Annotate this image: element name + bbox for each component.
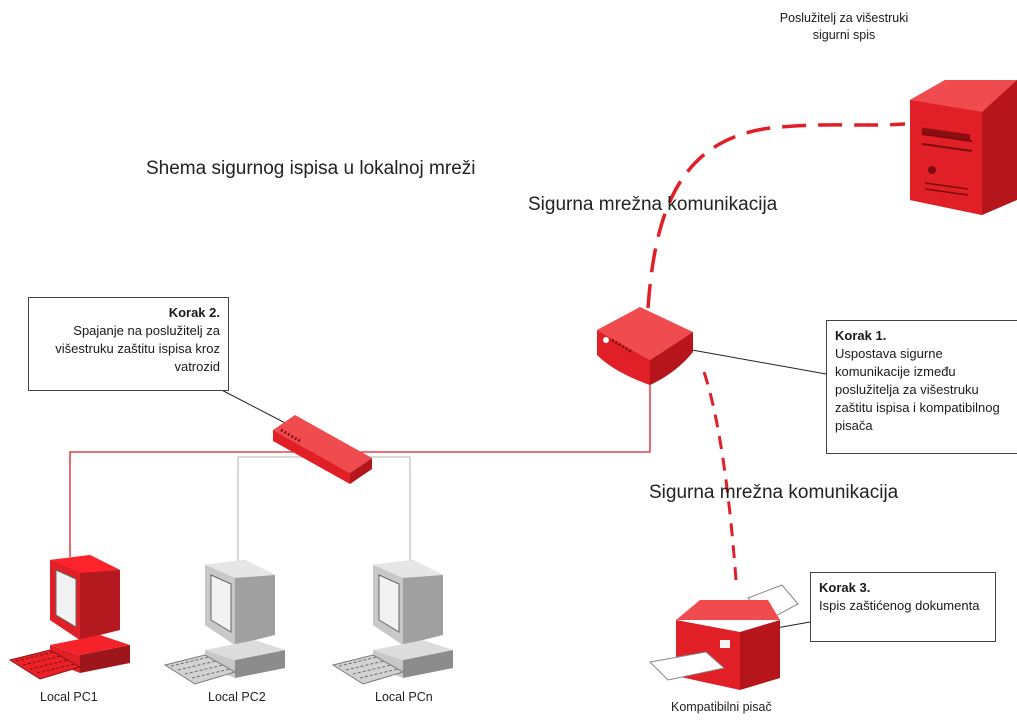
step1-text: Uspostava sigurne komunikacije između po… — [835, 346, 1000, 433]
switch-icon — [273, 415, 372, 484]
computer-icon — [331, 560, 453, 685]
callout-line-step1 — [691, 349, 827, 375]
step3-heading: Korak 3. — [819, 580, 871, 595]
router-icon — [597, 307, 693, 385]
computers — [8, 555, 453, 685]
step2-callout: Korak 2. Spajanje na poslužitelj za više… — [28, 297, 229, 391]
step2-heading: Korak 2. — [168, 305, 220, 320]
step3-text: Ispis zaštićenog dokumenta — [819, 598, 980, 613]
server-icon — [910, 80, 1017, 215]
pc2-label: Local PC2 — [208, 690, 266, 704]
lan-line-pc2 — [237, 456, 411, 575]
step1-callout: Korak 1. Uspostava sigurne komunikacije … — [826, 320, 1017, 454]
step2-text: Spajanje na poslužitelj za višestruku za… — [55, 323, 220, 374]
diagram-title: Shema sigurnog ispisa u lokalnoj mreži — [146, 158, 476, 179]
pcn-label: Local PCn — [375, 690, 433, 704]
server-label: Poslužitelj za višestruki sigurni spis — [779, 11, 909, 42]
pc1-label: Local PC1 — [40, 690, 98, 704]
secure-comm-label-top: Sigurna mrežna komunikacija — [528, 194, 778, 215]
printer-label: Kompatibilni pisač — [671, 700, 772, 714]
computer-icon — [163, 560, 285, 685]
computer-icon — [8, 555, 130, 680]
step3-callout: Korak 3. Ispis zaštićenog dokumenta — [810, 572, 996, 642]
printer-icon — [648, 584, 799, 690]
callout-line-step2 — [211, 384, 296, 429]
secure-comm-label-bottom: Sigurna mrežna komunikacija — [649, 482, 899, 503]
step1-heading: Korak 1. — [835, 328, 887, 343]
secure-link-router-printer — [702, 371, 738, 581]
secure-link-router-server — [646, 122, 906, 309]
